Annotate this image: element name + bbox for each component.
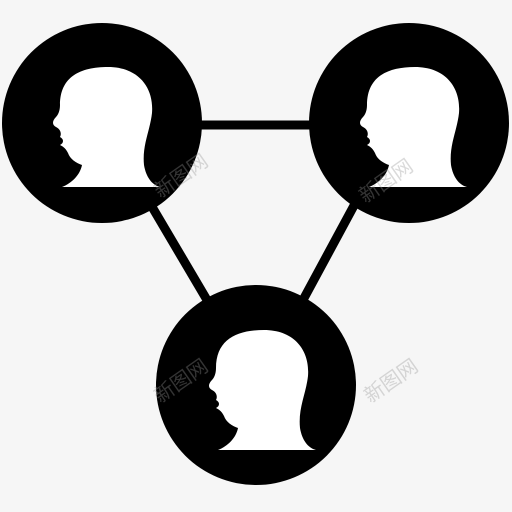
connection-top-left-to-bottom: [144, 197, 211, 303]
connection-lines: [144, 120, 361, 303]
person-node-bottom: [156, 285, 356, 485]
person-node-top-left: [2, 23, 202, 223]
person-node-top-right: [309, 23, 509, 223]
connection-top-right-to-bottom: [299, 197, 361, 303]
